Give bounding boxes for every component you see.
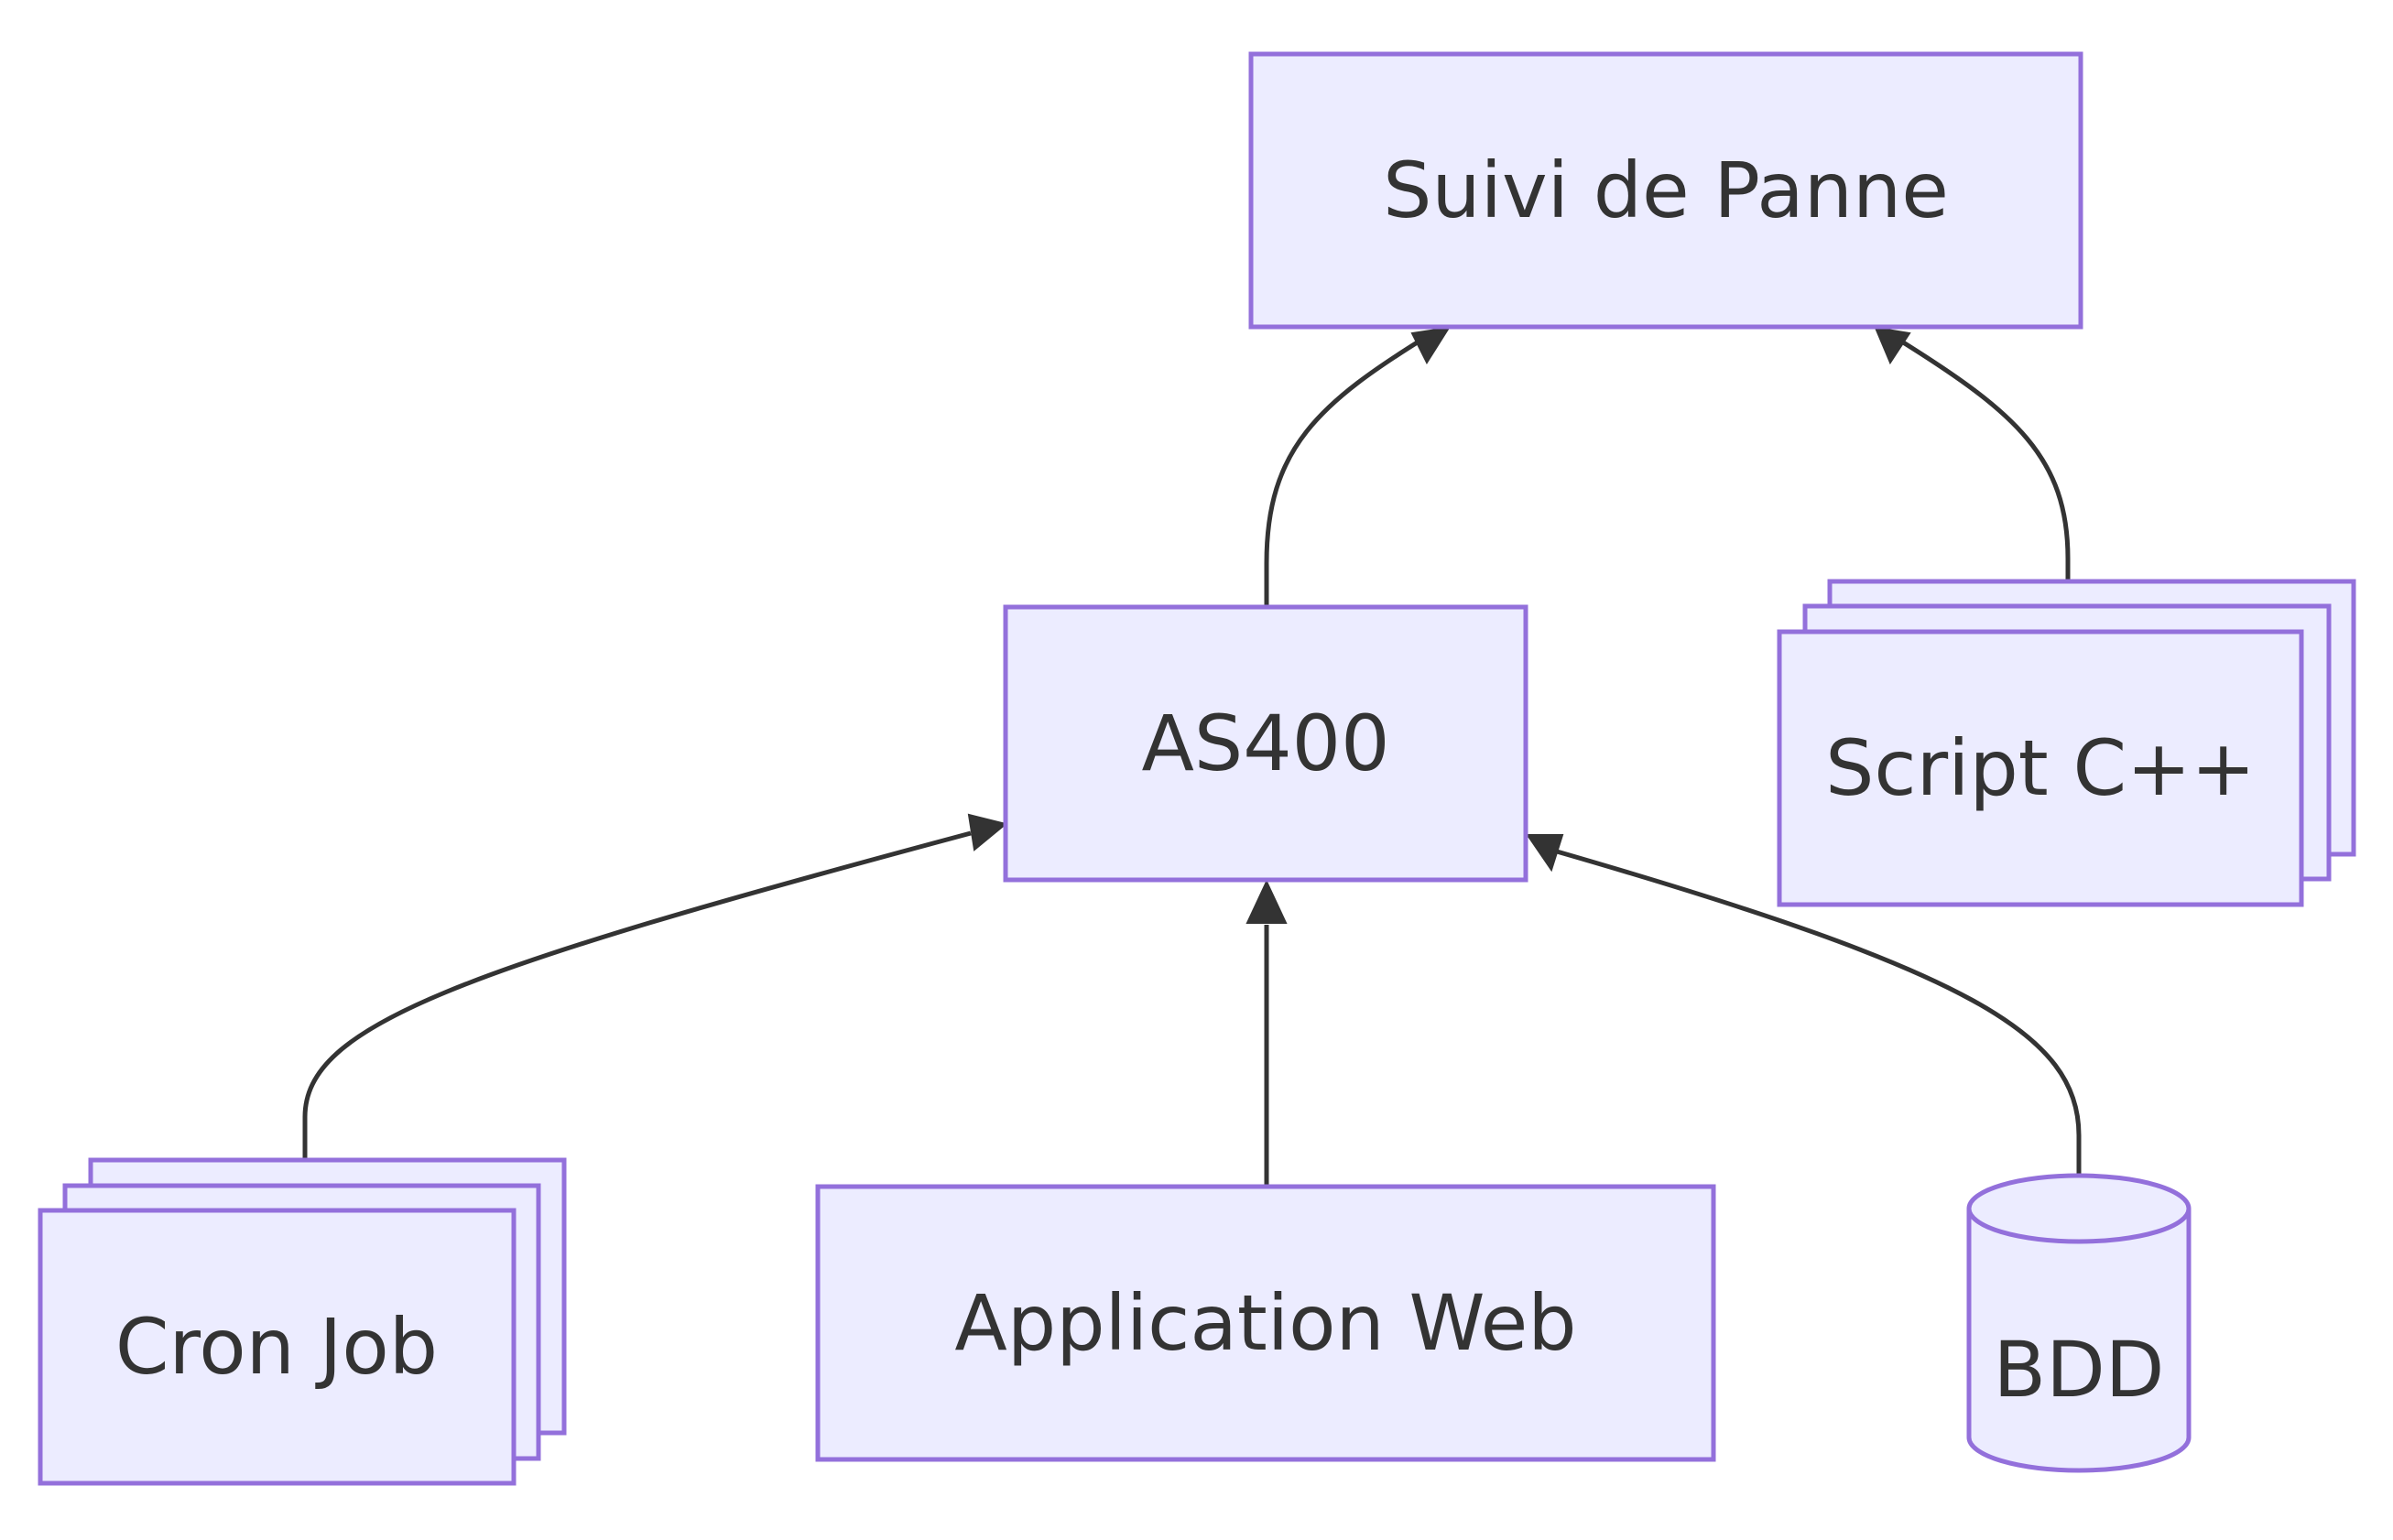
node-web-box bbox=[815, 1184, 1716, 1462]
node-script-front-box bbox=[1777, 629, 2304, 907]
arrow-cron-to-as400 bbox=[967, 813, 1008, 851]
node-bdd-cylinder bbox=[1966, 1173, 2192, 1473]
nodes: Suivi de Panne AS400 Script C++ Cron Job… bbox=[38, 51, 2356, 1486]
node-application-web[interactable]: Application Web bbox=[815, 1184, 1716, 1462]
edge-bdd-to-as400 bbox=[1556, 849, 2082, 1175]
arrow-as400-to-suivi bbox=[1410, 326, 1452, 365]
node-bdd[interactable]: BDD bbox=[1966, 1173, 2192, 1473]
node-suivi-box bbox=[1248, 51, 2083, 330]
node-as400-box bbox=[1003, 604, 1528, 883]
arrow-script-to-suivi bbox=[1874, 326, 1911, 365]
node-script-cpp[interactable]: Script C++ bbox=[1777, 579, 2356, 907]
node-suivi-label: Suivi de Panne bbox=[1383, 146, 1949, 235]
node-suivi-de-panne[interactable]: Suivi de Panne bbox=[1248, 51, 2083, 330]
edge-script-to-suivi bbox=[1898, 338, 2071, 580]
node-script-label: Script C++ bbox=[1825, 723, 2256, 813]
edge-cron-to-as400 bbox=[302, 830, 972, 1159]
arrow-bdd-to-as400 bbox=[1526, 834, 1564, 873]
node-as400[interactable]: AS400 bbox=[1003, 604, 1528, 883]
edges bbox=[302, 326, 2082, 1186]
node-cron-front-box bbox=[38, 1208, 517, 1486]
node-bdd-label: BDD bbox=[1994, 1325, 2165, 1415]
node-cron-label: Cron Job bbox=[115, 1302, 438, 1392]
edge-as400-to-suivi bbox=[1264, 331, 1432, 606]
node-cron-job[interactable]: Cron Job bbox=[38, 1157, 567, 1486]
arrow-web-to-as400 bbox=[1245, 879, 1288, 924]
node-as400-label: AS400 bbox=[1141, 699, 1389, 788]
node-web-label: Application Web bbox=[954, 1278, 1576, 1368]
